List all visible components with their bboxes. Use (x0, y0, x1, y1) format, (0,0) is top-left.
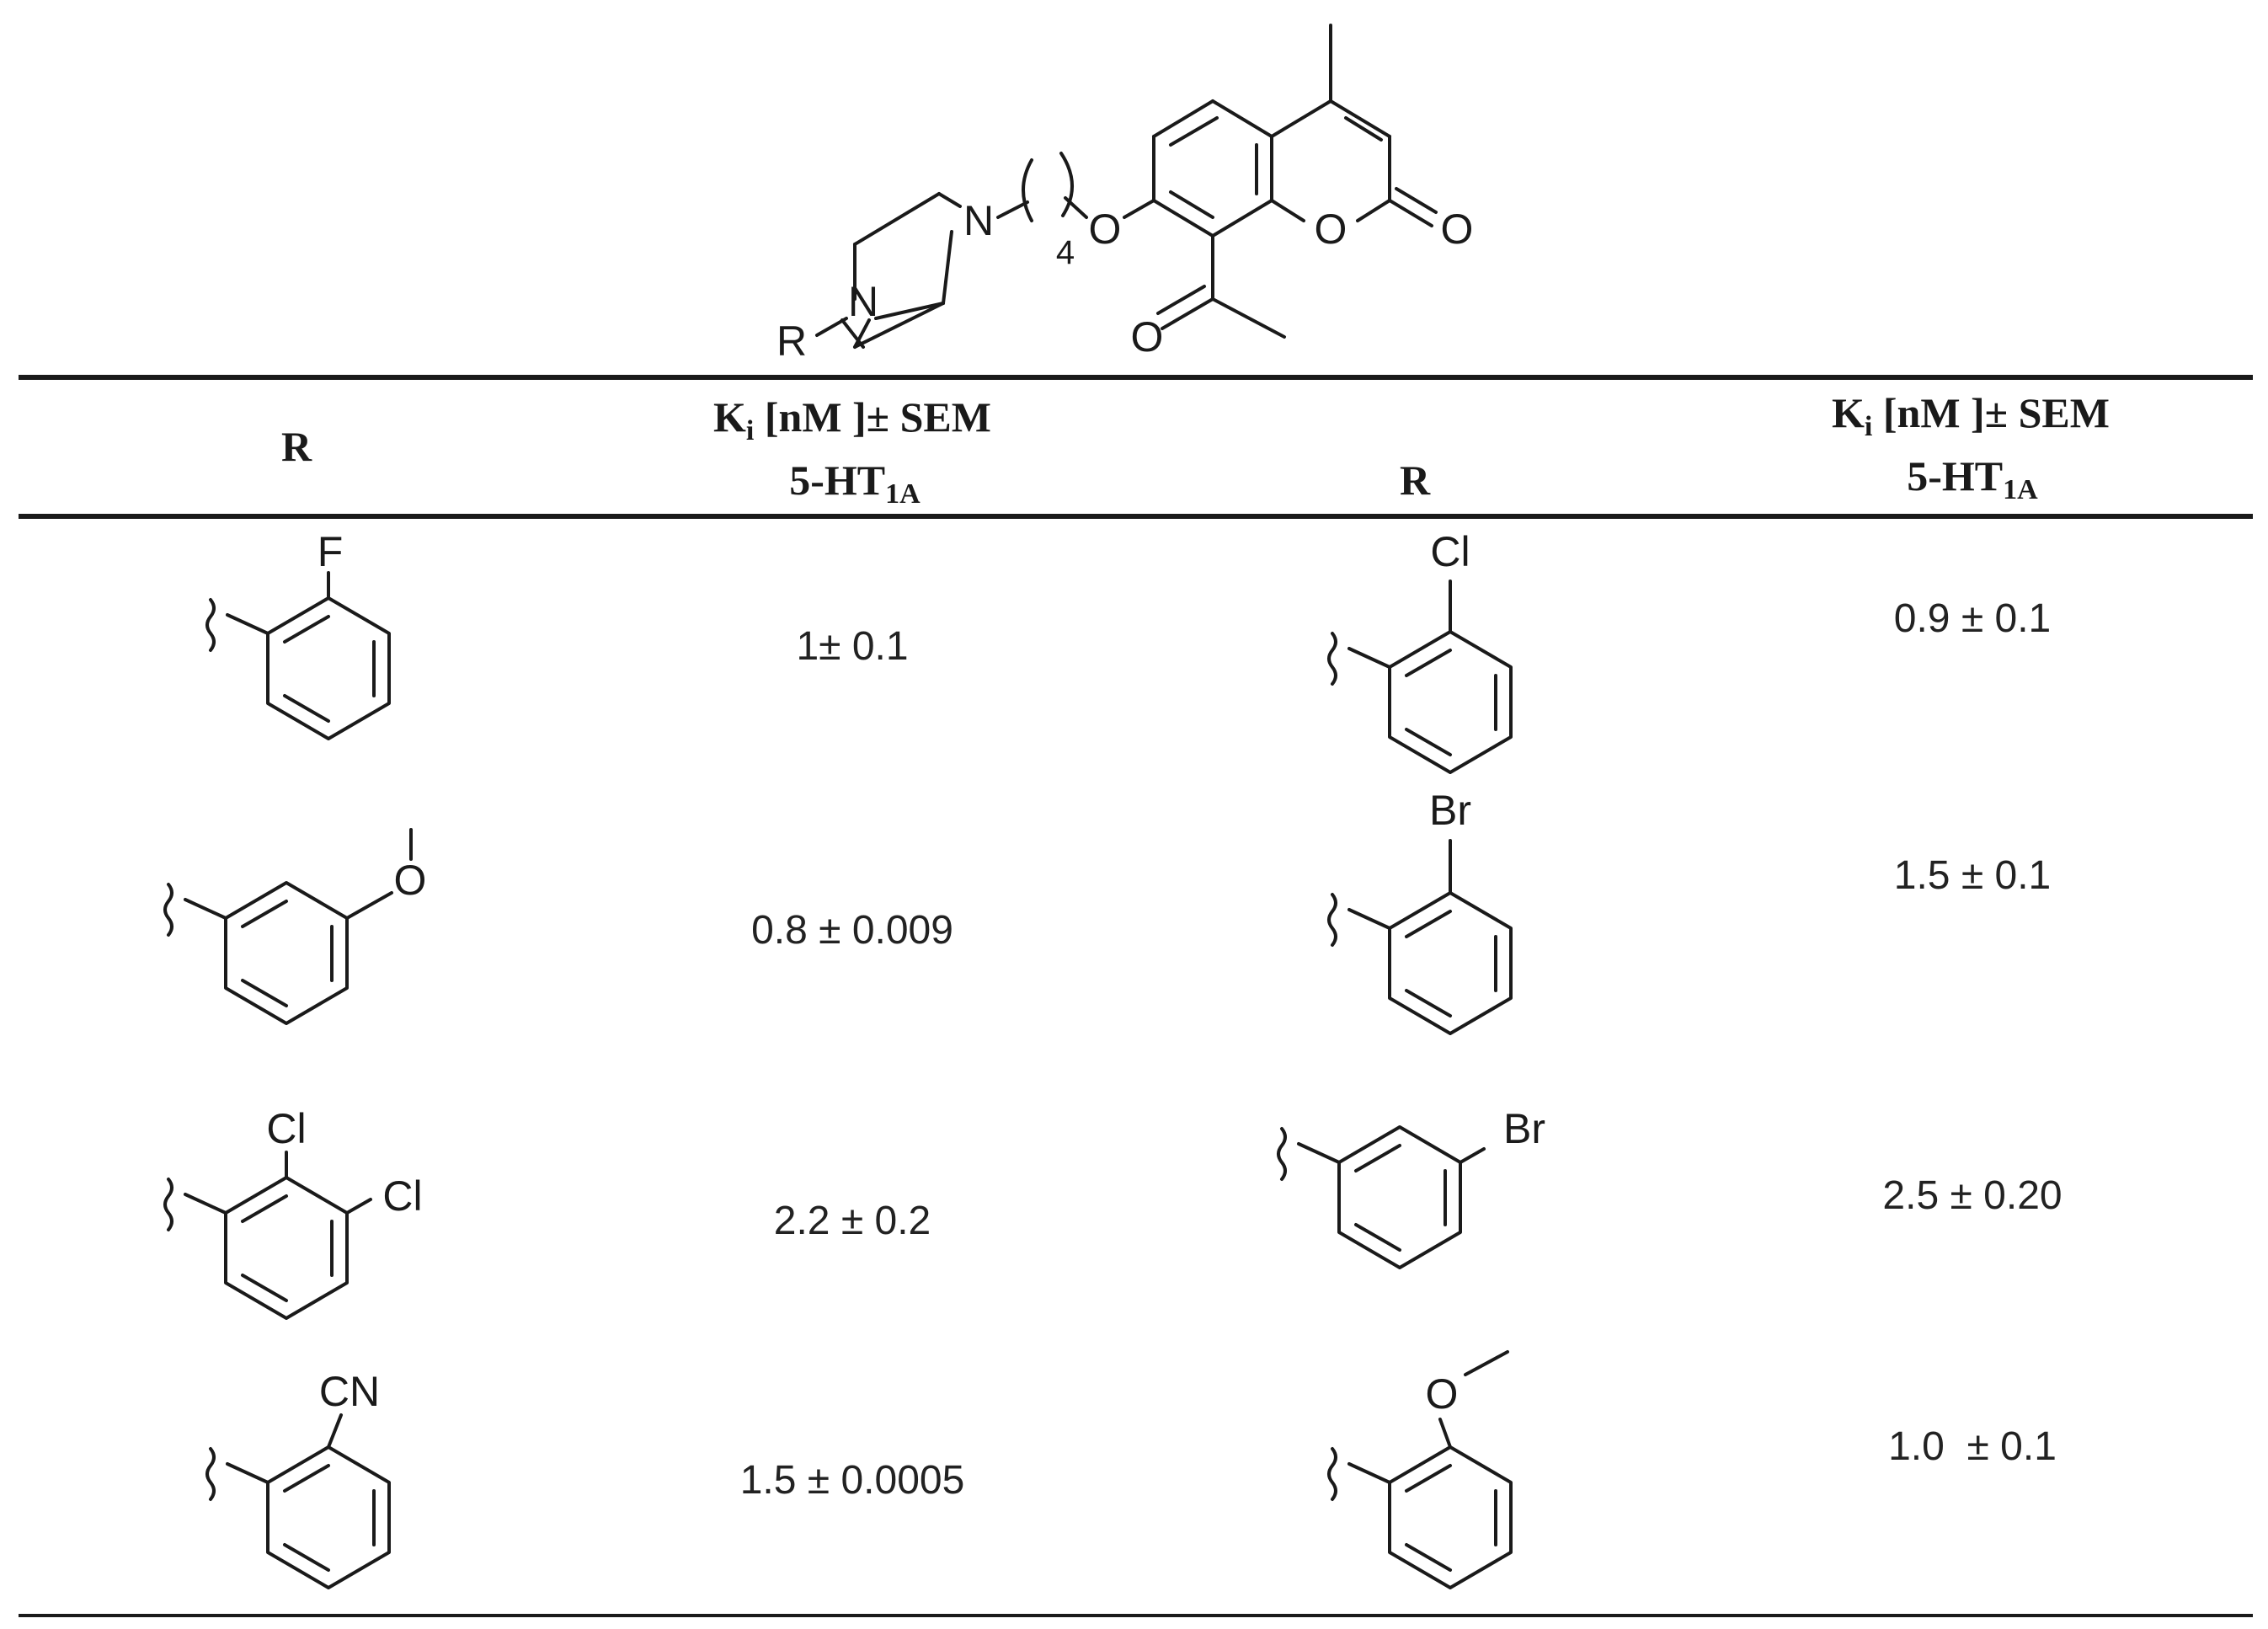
row1-right-value: 0.9 ± 0.1 (1893, 596, 2052, 641)
table-header-rule (19, 514, 2253, 519)
header-left-ki: Ki [nM ]± SEM (713, 393, 991, 446)
row2-right-substituent: Br (1429, 787, 1471, 834)
row4-right-value: 1.0 ± 0.1 (1888, 1424, 2057, 1469)
scaffold-atom-o-ether: O (1088, 206, 1122, 253)
row1-left-value: 1± 0.1 (796, 624, 909, 669)
header-left-r: R (280, 423, 312, 470)
row4-left-substituent: CN (318, 1368, 381, 1415)
row2-left-value: 0.8 ± 0.009 (751, 908, 953, 953)
header-right-receptor-main: 5-HT (1907, 452, 2004, 499)
header-right-r: R (1399, 457, 1431, 504)
header-right-ki: Ki [nM ]± SEM (1832, 389, 2110, 441)
row2-right-value: 1.5 ± 0.1 (1893, 853, 2052, 898)
scaffold-atom-o-ring: O (1314, 206, 1347, 253)
header-left-receptor-sub: 1A (885, 478, 921, 510)
scaffold-atom-n-lower: N (847, 278, 879, 325)
scaffold-chain-count: 4 (1055, 234, 1075, 271)
row2-left-substituent: O (393, 857, 427, 904)
row3-right-substituent: Br (1503, 1105, 1545, 1152)
row3-left-substituent2: Cl (382, 1172, 423, 1220)
header-left-receptor-main: 5-HT (789, 457, 886, 504)
row3-left-substituent: Cl (266, 1105, 307, 1152)
scaffold-atom-n-upper: N (963, 197, 995, 244)
header-right-receptor: 5-HT1A (1907, 452, 2037, 505)
header-left-ki-i: i (745, 415, 755, 446)
table-top-rule (19, 375, 2253, 380)
header-right-ki-i: i (1864, 411, 1873, 442)
scaffold-atom-o-acetyl: O (1130, 313, 1164, 361)
row3-right-value: 2.5 ± 0.20 (1882, 1173, 2063, 1218)
row1-right-substituent: Cl (1430, 528, 1470, 575)
row1-left-substituent: F (317, 528, 344, 575)
scaffold-atom-o-lactone: O (1440, 206, 1474, 253)
header-right-ki-rest: [nM ]± SEM (1872, 389, 2110, 436)
header-right-ki-k: K (1832, 389, 1865, 436)
header-right-receptor-sub: 1A (2003, 474, 2038, 505)
header-left-ki-k: K (713, 393, 746, 441)
row3-left-value: 2.2 ± 0.2 (773, 1199, 931, 1243)
row4-right-substituent: O (1425, 1370, 1459, 1418)
scaffold-atom-r: R (776, 318, 808, 365)
row4-left-value: 1.5 ± 0.0005 (739, 1458, 965, 1503)
header-left-ki-rest: [nM ]± SEM (754, 393, 991, 441)
scaffold-structure (815, 24, 1438, 349)
table-bottom-rule (19, 1614, 2253, 1617)
header-left-receptor: 5-HT1A (789, 457, 920, 509)
